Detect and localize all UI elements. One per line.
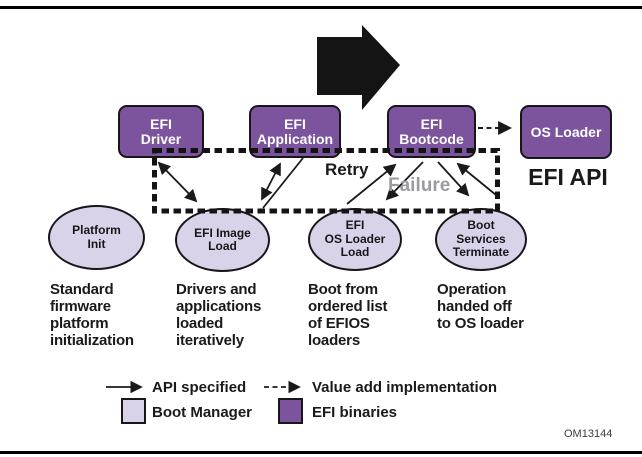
arrow-driver-imageload <box>157 161 198 203</box>
legend-api-specified-label: API specified <box>152 379 247 396</box>
legend-efi-binaries-label: EFI binaries <box>312 404 398 421</box>
legend-efi-binaries-swatch <box>278 398 303 424</box>
boot-services-terminate-ellipse: Boot Services Terminate <box>435 208 527 271</box>
legend-boot-manager-swatch <box>121 398 146 424</box>
platform-init-ellipse: Platform Init <box>48 205 145 270</box>
description-platform-init: Standard firmware platform initializatio… <box>50 281 134 349</box>
figure-number: OM13144 <box>564 428 613 440</box>
description-os-loader-load: Boot from ordered list of EFIOS loaders <box>308 281 388 349</box>
line-application-imageload <box>262 157 304 209</box>
efi-os-loader-load-ellipse: EFI OS Loader Load <box>308 208 402 271</box>
efi-image-load-ellipse: EFI Image Load <box>175 208 270 272</box>
description-image-load: Drivers and applications loaded iterativ… <box>176 281 262 349</box>
efi-application-box: EFI Application <box>249 105 341 158</box>
failure-label: Failure <box>388 175 451 196</box>
efi-api-label: EFI API <box>528 164 608 190</box>
legend-boot-manager-label: Boot Manager <box>152 404 253 421</box>
arrow-application-imageload <box>261 162 281 201</box>
retry-label: Retry <box>325 160 369 179</box>
efi-driver-box: EFI Driver <box>118 105 204 158</box>
efi-bootcode-box: EFI Bootcode <box>387 105 476 158</box>
os-loader-box: OS Loader <box>520 105 612 159</box>
description-services-terminate: Operation handed off to OS loader <box>437 281 524 332</box>
flow-direction-arrow <box>317 25 400 110</box>
arrow-terminate-up <box>456 162 497 196</box>
legend-value-add-label: Value add implementation <box>312 379 498 396</box>
bottom-rule <box>0 451 642 454</box>
top-rule <box>0 6 642 9</box>
